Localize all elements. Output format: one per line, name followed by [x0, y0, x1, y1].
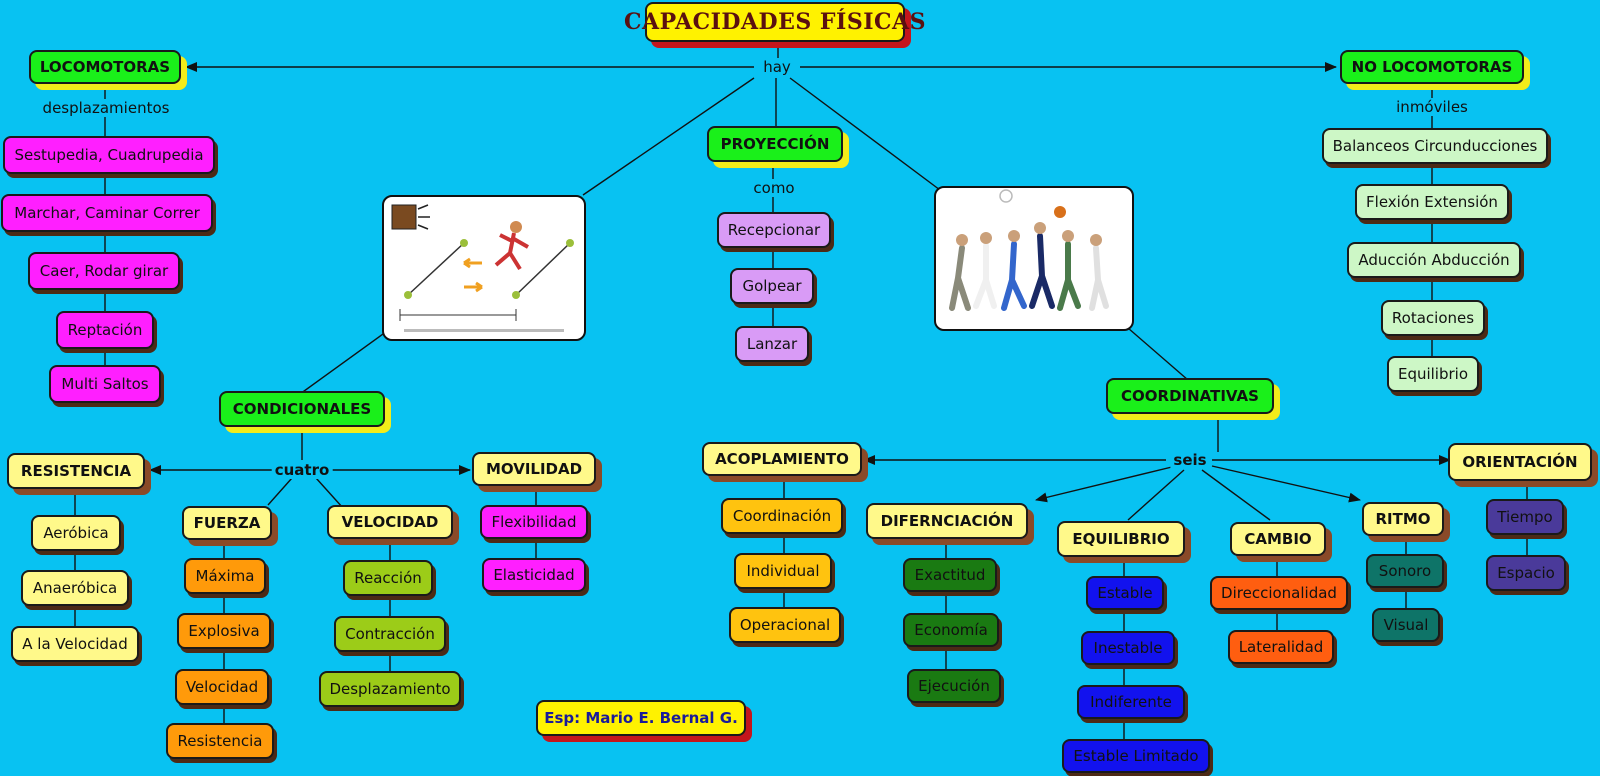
- running-test-illustration: [382, 195, 586, 341]
- node-diferenciacion-item-3: Ejecución: [907, 669, 1001, 703]
- node-orientacion: ORIENTACIÓN: [1448, 443, 1592, 481]
- node-cambio: CAMBIO: [1230, 522, 1326, 556]
- node-fuerza-item-3: Velocidad: [175, 669, 269, 705]
- athletes-photo-collage: [934, 186, 1134, 331]
- author-credit: Esp: Mario E. Bernal G.: [536, 700, 746, 736]
- node-locomotoras-item-4: Reptación: [56, 311, 154, 349]
- node-resistencia: RESISTENCIA: [7, 453, 145, 489]
- node-orientacion-item-1: Tiempo: [1486, 499, 1564, 535]
- node-proyeccion-item-3: Lanzar: [735, 326, 809, 362]
- node-resistencia-item-3: A la Velocidad: [11, 626, 139, 662]
- node-fuerza: FUERZA: [182, 506, 272, 540]
- connector-desplazamientos: desplazamientos: [39, 99, 173, 117]
- node-diferenciacion: DIFERNCIACIÓN: [866, 503, 1028, 539]
- node-locomotoras-item-1: Sestupedia, Cuadrupedia: [3, 136, 215, 174]
- connector-hay: hay: [760, 58, 794, 76]
- node-velocidad: VELOCIDAD: [327, 505, 453, 539]
- node-cambio-item-1: Direccionalidad: [1210, 576, 1348, 610]
- node-ritmo-item-1: Sonoro: [1366, 554, 1444, 588]
- connector-como: como: [750, 179, 798, 197]
- node-ritmo: RITMO: [1362, 502, 1444, 536]
- node-locomotoras: LOCOMOTORAS: [29, 50, 181, 84]
- node-locomotoras-item-3: Caer, Rodar girar: [28, 252, 180, 290]
- node-resistencia-item-1: Aeróbica: [31, 515, 121, 551]
- node-no-locomotoras-item-3: Aducción Abducción: [1347, 242, 1521, 278]
- connector-cuatro: cuatro: [271, 461, 333, 479]
- node-equilibrio-item-3: Indiferente: [1077, 685, 1185, 719]
- connector-inmoviles: inmóviles: [1393, 98, 1471, 116]
- node-cambio-item-2: Lateralidad: [1228, 630, 1334, 664]
- node-acoplamiento-item-1: Coordinación: [721, 498, 843, 534]
- node-resistencia-item-2: Anaeróbica: [21, 570, 129, 606]
- node-fuerza-item-1: Máxima: [184, 558, 266, 594]
- node-diferenciacion-item-1: Exactitud: [903, 558, 997, 592]
- node-no-locomotoras-item-2: Flexión Extensión: [1355, 184, 1509, 220]
- node-movilidad-item-1: Flexibilidad: [480, 505, 588, 539]
- node-movilidad: MOVILIDAD: [472, 452, 596, 486]
- node-no-locomotoras-item-1: Balanceos Circunducciones: [1322, 128, 1548, 164]
- node-equilibrio-item-2: Inestable: [1081, 631, 1175, 665]
- node-proyeccion: PROYECCIÓN: [707, 126, 843, 162]
- node-velocidad-item-1: Reacción: [343, 560, 433, 596]
- node-equilibrio: EQUILIBRIO: [1057, 521, 1185, 557]
- node-no-locomotoras-item-5: Equilibrio: [1387, 356, 1479, 392]
- node-ritmo-item-2: Visual: [1372, 608, 1440, 642]
- node-proyeccion-item-2: Golpear: [730, 268, 814, 304]
- node-acoplamiento-item-3: Operacional: [729, 607, 841, 643]
- node-acoplamiento: ACOPLAMIENTO: [702, 442, 862, 476]
- athletes-drawing: [949, 189, 1109, 311]
- node-locomotoras-item-5: Multi Saltos: [49, 365, 161, 403]
- connector-seis: seis: [1170, 451, 1210, 469]
- node-condicionales: CONDICIONALES: [219, 391, 385, 427]
- node-fuerza-item-4: Resistencia: [166, 723, 274, 759]
- node-orientacion-item-2: Espacio: [1486, 555, 1566, 591]
- node-coordinativas: COORDINATIVAS: [1106, 378, 1274, 414]
- node-equilibrio-item-4: Estable Limitado: [1062, 739, 1210, 773]
- node-fuerza-item-2: Explosiva: [177, 613, 271, 649]
- node-equilibrio-item-1: Estable: [1086, 576, 1164, 610]
- running-test-drawing: [391, 204, 574, 332]
- node-acoplamiento-item-2: Individual: [734, 553, 832, 589]
- node-no-locomotoras-item-4: Rotaciones: [1381, 300, 1485, 336]
- node-movilidad-item-2: Elasticidad: [482, 558, 586, 592]
- node-no-locomotoras: NO LOCOMOTORAS: [1340, 50, 1524, 84]
- node-diferenciacion-item-2: Economía: [903, 613, 999, 647]
- node-proyeccion-item-1: Recepcionar: [717, 212, 831, 248]
- main-title: CAPACIDADES FÍSICAS: [624, 2, 926, 42]
- node-locomotoras-item-2: Marchar, Caminar Correr: [1, 194, 213, 232]
- node-velocidad-item-2: Contracción: [334, 616, 446, 652]
- node-velocidad-item-3: Desplazamiento: [319, 671, 461, 707]
